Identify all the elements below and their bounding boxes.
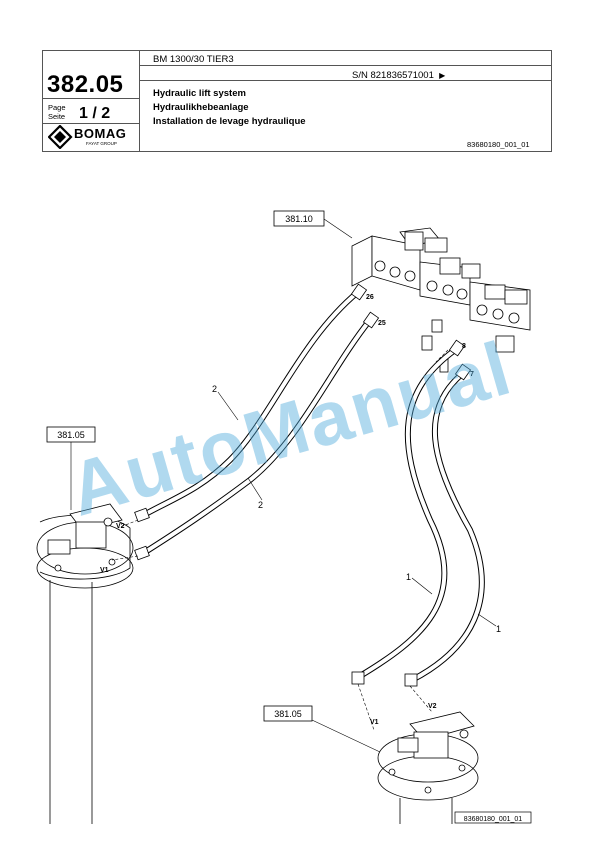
- label-port-v2-right: V2: [428, 703, 437, 710]
- ref-valve-block-label: 381.10: [285, 214, 313, 224]
- brand-subtitle: FAYAT GROUP: [86, 141, 117, 146]
- divider: [139, 65, 551, 66]
- callout-labels: 2 2 1 1 26 25 8 7 V2 V1 V1 V2: [100, 294, 501, 726]
- title-en: Hydraulic lift system: [153, 88, 246, 99]
- hose-2: [140, 289, 373, 557]
- hose-fittings: [134, 283, 472, 687]
- page-count: 1 / 2: [79, 105, 111, 122]
- label-hose-1a: 1: [406, 572, 411, 582]
- title-fr: Installation de levage hydraulique: [153, 116, 306, 127]
- brand-name: BOMAG: [74, 126, 127, 141]
- page-label-en: Page: [48, 103, 66, 112]
- divider: [43, 98, 139, 99]
- hose-1: [358, 347, 485, 683]
- model-name: BM 1300/30 TIER3: [153, 54, 234, 65]
- bomag-logo: BOMAG FAYAT GROUP: [46, 125, 136, 149]
- dashed-leaders: [111, 349, 449, 731]
- ref-box-cylinder-right: 381.05: [263, 705, 381, 753]
- label-port-26: 26: [366, 294, 374, 301]
- lift-cylinder-right: [377, 711, 479, 824]
- divider: [139, 51, 140, 151]
- ref-box-cylinder-left: 381.05: [46, 426, 96, 510]
- label-port-v1-left: V1: [100, 567, 109, 574]
- page-label-de: Seite: [48, 112, 66, 121]
- ref-cylinder-right-label: 381.05: [274, 709, 302, 719]
- page-number: 382.05: [47, 71, 124, 98]
- divider: [43, 123, 139, 124]
- serial-number: S/N 821836571001 ▶: [352, 70, 445, 81]
- ref-box-valve-block: 381.10: [273, 210, 353, 239]
- label-port-25: 25: [378, 320, 386, 327]
- label-port-v2-left: V2: [116, 523, 125, 530]
- footer-id: 83680180_001_01: [464, 816, 523, 823]
- label-hose-2b: 2: [258, 500, 263, 510]
- label-hose-2a: 2: [212, 384, 217, 394]
- label-port-8: 8: [462, 343, 466, 350]
- title-de: Hydraulikhebeanlage: [153, 102, 249, 113]
- label-port-v1-right: V1: [370, 719, 379, 726]
- title-block: BM 1300/30 TIER3 S/N 821836571001 ▶ 382.…: [42, 50, 552, 152]
- page-label: Page Seite: [48, 103, 66, 121]
- divider: [139, 80, 551, 81]
- valve-block: [351, 227, 531, 373]
- label-port-7: 7: [470, 371, 474, 378]
- footer-id-box: 83680180_001_01: [454, 811, 532, 824]
- bomag-diamond-icon: [48, 125, 73, 149]
- serial-text: S/N 821836571001: [352, 70, 434, 81]
- callout-leaders: [217, 391, 497, 627]
- lift-cylinder-left: [36, 503, 134, 824]
- ref-cylinder-left-label: 381.05: [57, 430, 85, 440]
- label-hose-1b: 1: [496, 624, 501, 634]
- doc-id: 83680180_001_01: [467, 140, 530, 149]
- play-arrow-icon: ▶: [439, 71, 446, 80]
